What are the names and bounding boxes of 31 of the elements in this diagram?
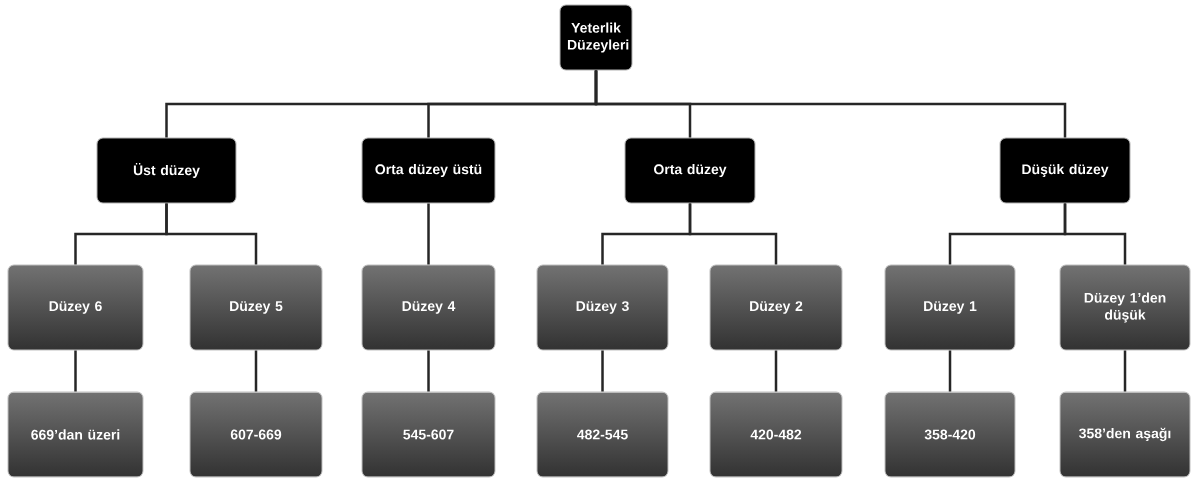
level-box: Düzey 4	[361, 264, 496, 351]
category-box: Üst düzey	[96, 137, 237, 204]
connector-line	[774, 350, 778, 392]
level-box: 545-607	[361, 391, 496, 478]
connector-line	[594, 70, 1067, 138]
level-box: 358-420	[884, 391, 1016, 478]
level-box: Düzey 3	[536, 264, 669, 351]
category-box: Yeterlik Düzeyleri	[559, 4, 633, 71]
connector-line	[427, 350, 430, 392]
level-box: Düzey 5	[189, 264, 323, 351]
connector-line	[165, 203, 258, 265]
connector-line	[74, 350, 77, 392]
level-box: Düzey 6	[7, 264, 144, 351]
level-box: Düzey 1’den düşük	[1059, 264, 1191, 351]
connector-line	[688, 203, 778, 265]
category-box: Orta düzey	[624, 137, 756, 204]
level-box: 669’dan üzeri	[7, 391, 144, 478]
level-box: 420-482	[709, 391, 843, 478]
level-box: Düzey 1	[884, 264, 1016, 351]
level-box: 358’den aşağı	[1059, 391, 1191, 478]
connector-line	[601, 350, 604, 392]
level-box: 607-669	[189, 391, 323, 478]
connector-line	[254, 350, 258, 392]
level-box: 482-545	[536, 391, 669, 478]
connector-line	[427, 203, 430, 265]
connector-line	[1063, 203, 1127, 265]
connector-line	[948, 350, 952, 392]
category-box: Düşük düzey	[999, 137, 1131, 204]
level-box: Düzey 2	[709, 264, 843, 351]
category-box: Orta düzey üstü	[361, 137, 496, 204]
connector-line	[1123, 350, 1127, 392]
